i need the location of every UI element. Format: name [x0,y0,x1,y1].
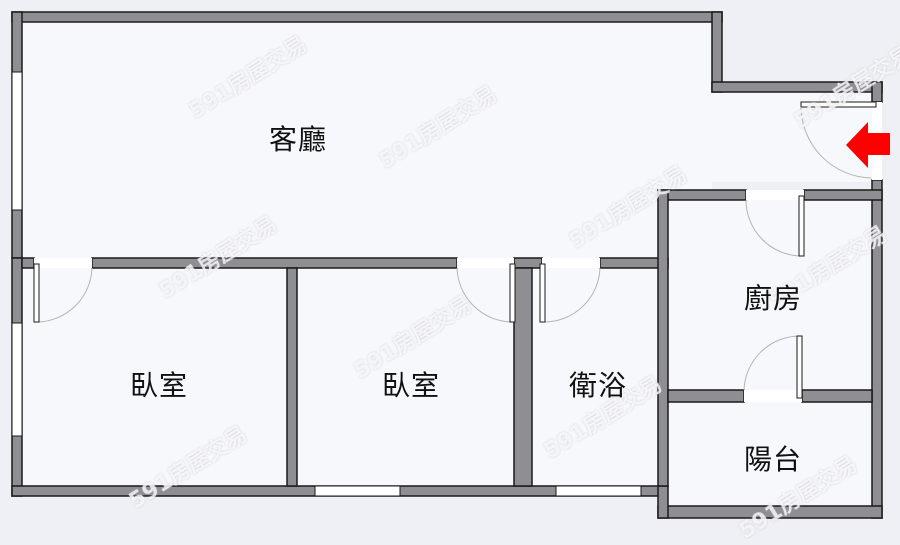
window-living-left [11,71,23,211]
window-bedroom-left [11,322,23,437]
windows [11,71,642,497]
window-bedroom2-bottom [314,485,401,497]
floor-plan [11,11,890,519]
room-label-bedroom-2: 臥室 [381,369,441,402]
red-arrow-left-icon [846,122,890,168]
room-label-kitchen: 廚房 [743,282,803,315]
room-label-bathroom: 衛浴 [568,369,628,402]
room-label-bedroom-1: 臥室 [129,369,189,402]
room-label-living-room: 客廳 [268,123,328,156]
window-bath-bottom [555,485,642,497]
room-label-balcony: 陽台 [743,443,803,476]
